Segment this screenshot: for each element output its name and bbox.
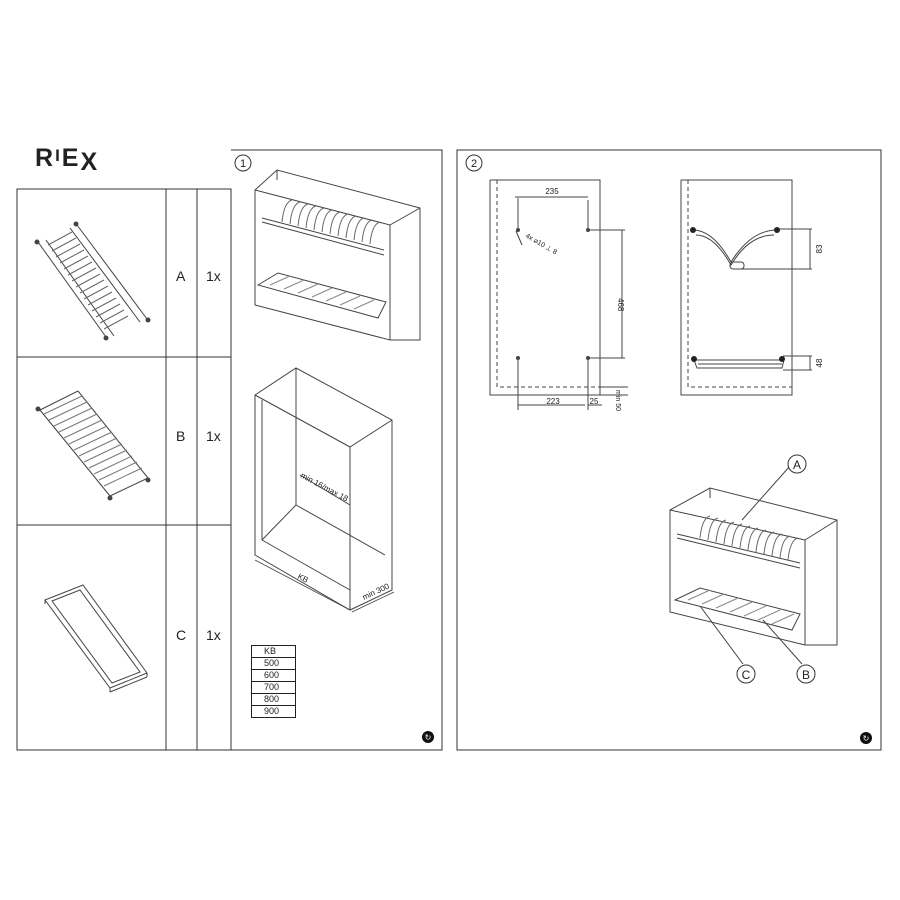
part-a-qty: 1x [206,268,221,284]
dim-48: 48 [815,358,824,367]
brand-letter-i: I [55,146,62,165]
part-c-drip-tray [44,584,148,693]
svg-text:↻: ↻ [425,733,432,742]
brand-letter-x: X [80,148,100,176]
part-b-tray-rack [35,390,151,501]
brand-letter-r: R [35,144,56,172]
kb-table-row: 800 [251,693,296,706]
step1-number-badge [234,154,252,172]
dim-468: 468 [616,298,625,312]
parts-table-frame [16,188,232,751]
drilling-template-panel [489,179,628,410]
kb-table-row: 900 [251,705,296,718]
dim-min50: min 50 [614,390,621,411]
dim-25: 25 [590,397,599,406]
svg-text:↻: ↻ [863,734,870,743]
part-b-letter: B [176,428,186,444]
kb-table-row: 700 [251,681,296,694]
brand-letter-e: E [61,144,81,172]
callout-a-circle [787,454,807,474]
part-a-plate-rack [34,221,151,341]
cabinet-width-table: KB 500 600 700 800 900 [251,645,296,718]
part-b-qty: 1x [206,428,221,444]
dim-235: 235 [545,187,559,196]
callout-c: C [742,668,751,682]
rotate-icon [422,731,434,743]
rotate-icon-step2 [860,732,872,744]
dim-83: 83 [815,244,824,253]
dim-223: 223 [546,397,560,406]
step2-number: 2 [471,158,477,170]
cabinet-width-label: KB [296,572,310,585]
hanging-detail-panel [680,179,812,396]
kb-table-row: 600 [251,669,296,682]
callout-b-circle [796,664,816,684]
step1-assembled-cabinet [254,169,421,341]
step1-empty-cabinet [254,367,393,611]
callout-a: A [793,458,801,472]
part-c-letter: C [176,627,187,643]
step2-number-badge [465,154,483,172]
step2-frame [456,149,882,751]
hole-note: 4x ⌀10 ⊥ 8 [524,233,558,257]
kb-table-header: KB [251,645,296,658]
part-a-letter: A [176,268,186,284]
step2-final-cabinet [669,465,838,665]
brand-logo: RIEX [35,144,100,176]
callout-b: B [802,668,810,682]
part-c-qty: 1x [206,627,221,643]
step1-number: 1 [240,158,246,170]
callout-c-circle [736,664,756,684]
wall-thickness-label: min 16/max 18 [299,471,350,504]
kb-table-row: 500 [251,657,296,670]
cabinet-depth-label: min 300 [361,581,391,601]
